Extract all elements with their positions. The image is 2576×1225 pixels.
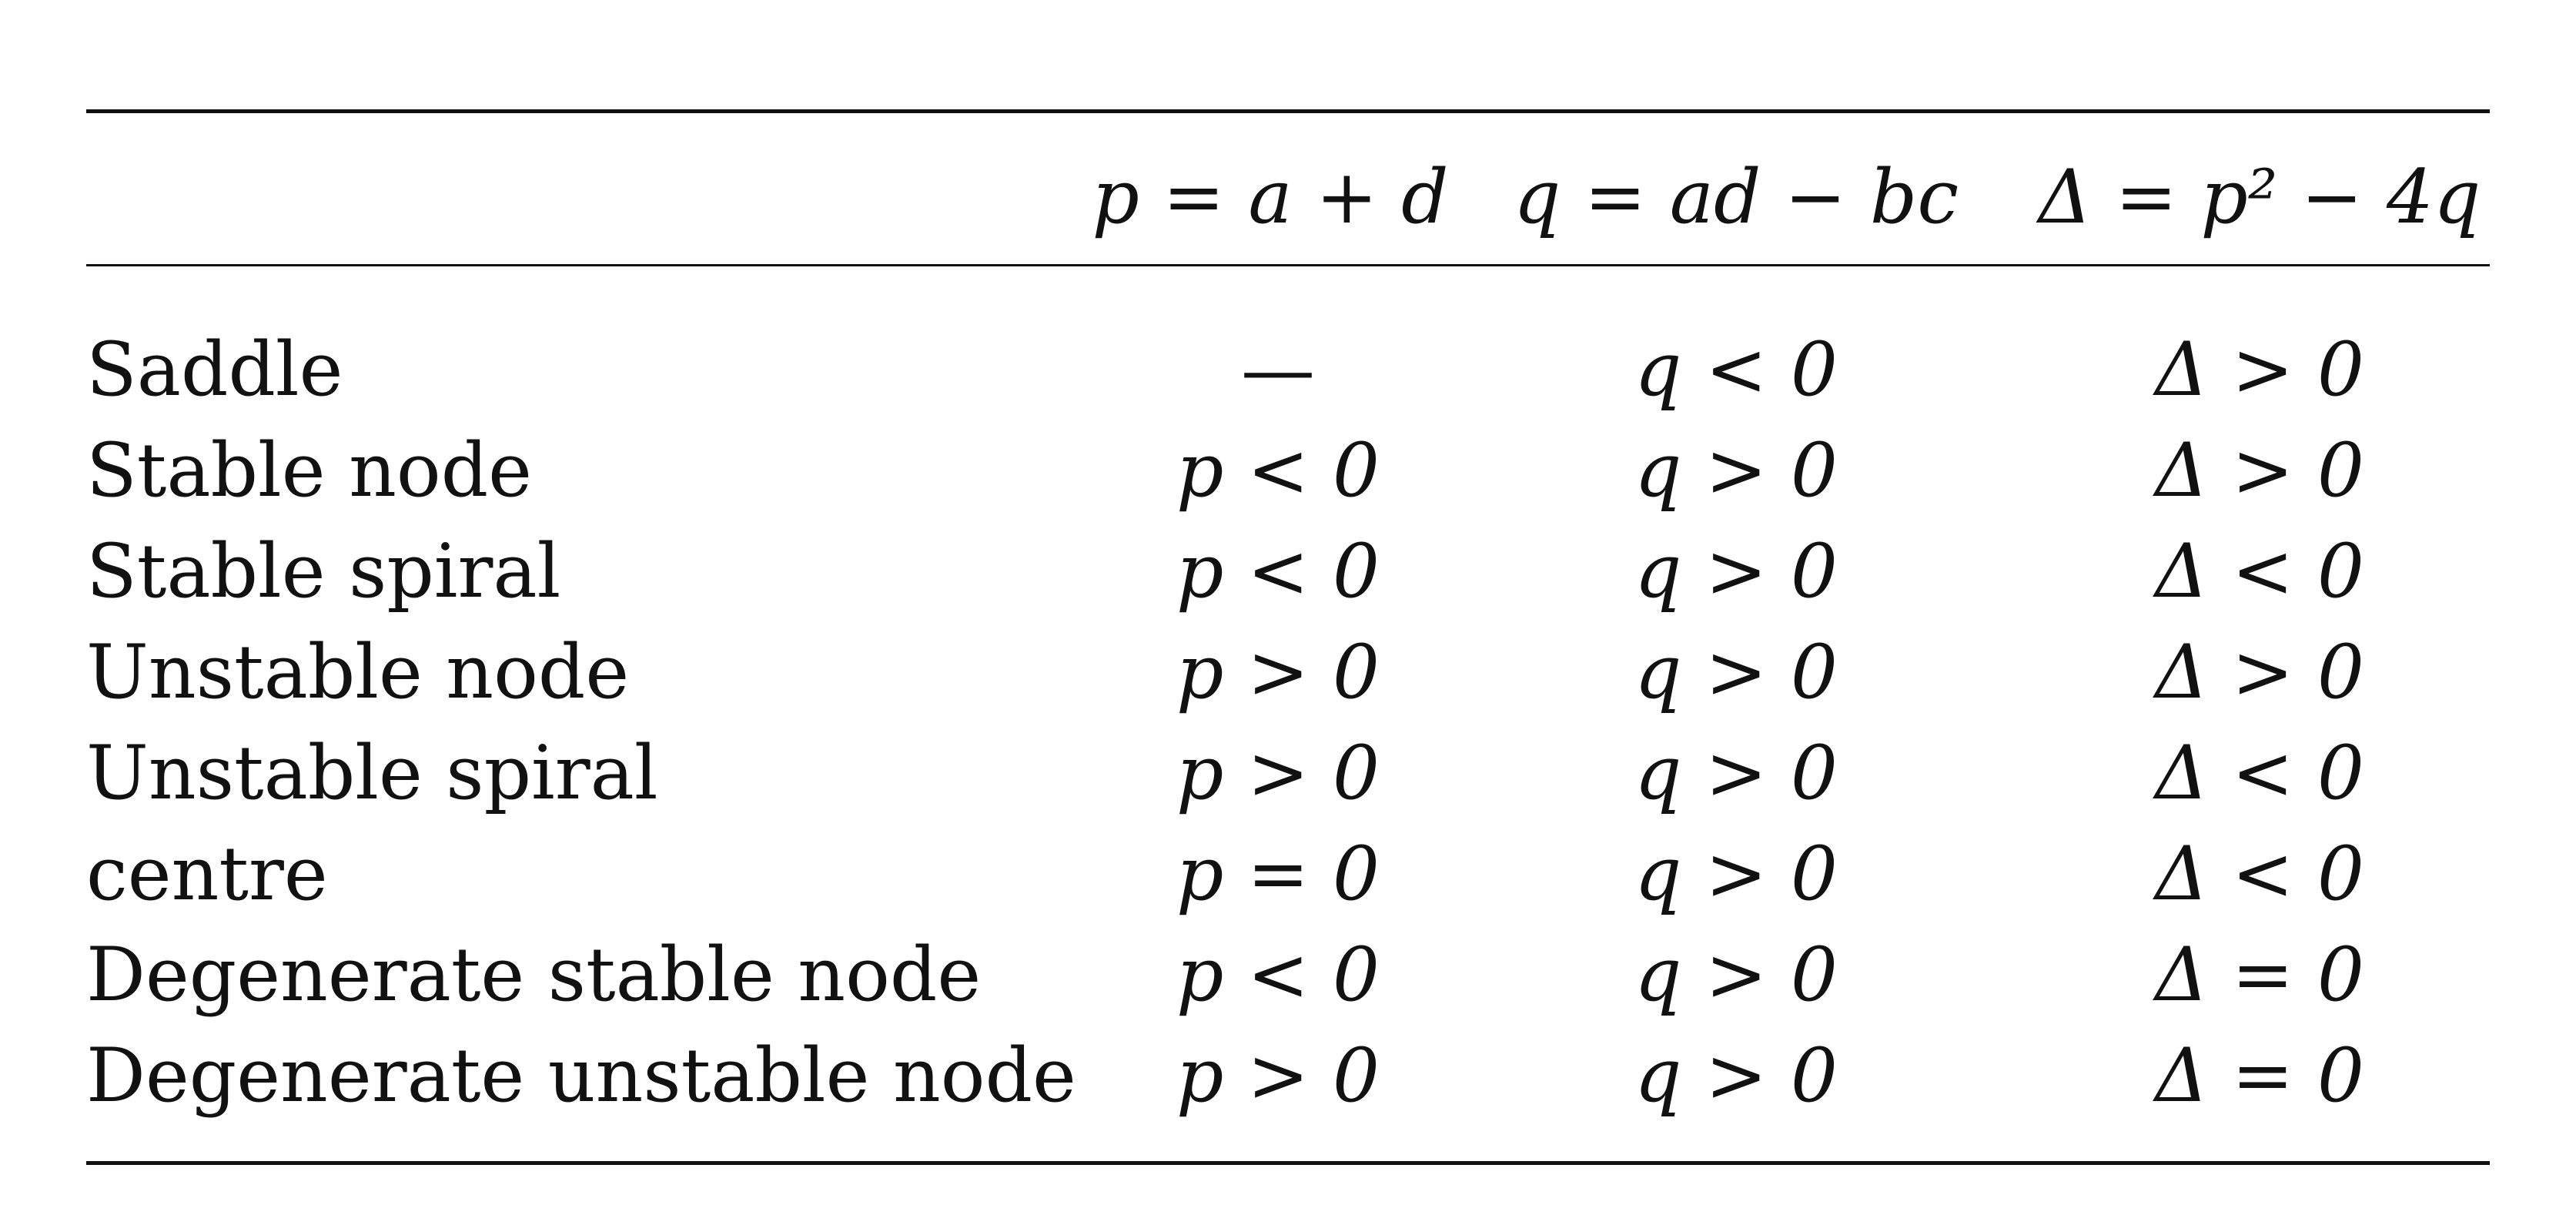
row-p-degenerate-stable-node: p < 0 bbox=[1176, 932, 1380, 1018]
top-rule bbox=[86, 109, 2490, 113]
row-p-centre: p = 0 bbox=[1176, 831, 1380, 917]
row-q-unstable-node: q > 0 bbox=[1634, 629, 1838, 715]
row-label-centre: centre bbox=[86, 831, 328, 917]
row-label-unstable-node: Unstable node bbox=[86, 629, 630, 715]
row-q-degenerate-unstable-node: q > 0 bbox=[1634, 1033, 1838, 1119]
row-delta-unstable-spiral: Δ < 0 bbox=[2155, 730, 2364, 816]
header-p: p = a + d bbox=[1092, 154, 1449, 240]
row-delta-centre: Δ < 0 bbox=[2155, 831, 2364, 917]
header-delta: Δ = p² − 4q bbox=[2038, 154, 2481, 240]
row-p-unstable-node: p > 0 bbox=[1176, 629, 1380, 715]
row-q-centre: q > 0 bbox=[1634, 831, 1838, 917]
bottom-rule bbox=[86, 1161, 2490, 1165]
row-label-saddle: Saddle bbox=[86, 326, 343, 413]
header-q: q = ad − bc bbox=[1513, 154, 1959, 240]
row-delta-degenerate-stable-node: Δ = 0 bbox=[2155, 932, 2364, 1018]
row-delta-stable-spiral: Δ < 0 bbox=[2155, 528, 2364, 614]
row-delta-stable-node: Δ > 0 bbox=[2155, 427, 2364, 514]
row-label-stable-spiral: Stable spiral bbox=[86, 528, 561, 614]
row-label-stable-node: Stable node bbox=[86, 427, 532, 514]
row-label-unstable-spiral: Unstable spiral bbox=[86, 730, 658, 816]
row-p-degenerate-unstable-node: p > 0 bbox=[1176, 1033, 1380, 1119]
row-q-unstable-spiral: q > 0 bbox=[1634, 730, 1838, 816]
row-delta-unstable-node: Δ > 0 bbox=[2155, 629, 2364, 715]
row-label-degenerate-stable-node: Degenerate stable node bbox=[86, 932, 982, 1018]
row-label-degenerate-unstable-node: Degenerate unstable node bbox=[86, 1033, 1076, 1119]
row-p-stable-spiral: p < 0 bbox=[1176, 528, 1380, 614]
row-p-unstable-spiral: p > 0 bbox=[1176, 730, 1380, 816]
row-q-stable-spiral: q > 0 bbox=[1634, 528, 1838, 614]
row-q-saddle: q < 0 bbox=[1634, 326, 1838, 413]
row-delta-saddle: Δ > 0 bbox=[2155, 326, 2364, 413]
row-p-saddle: — bbox=[1241, 326, 1315, 413]
header-rule bbox=[86, 264, 2490, 266]
row-q-degenerate-stable-node: q > 0 bbox=[1634, 932, 1838, 1018]
row-p-stable-node: p < 0 bbox=[1176, 427, 1380, 514]
row-delta-degenerate-unstable-node: Δ = 0 bbox=[2155, 1033, 2364, 1119]
row-q-stable-node: q > 0 bbox=[1634, 427, 1838, 514]
